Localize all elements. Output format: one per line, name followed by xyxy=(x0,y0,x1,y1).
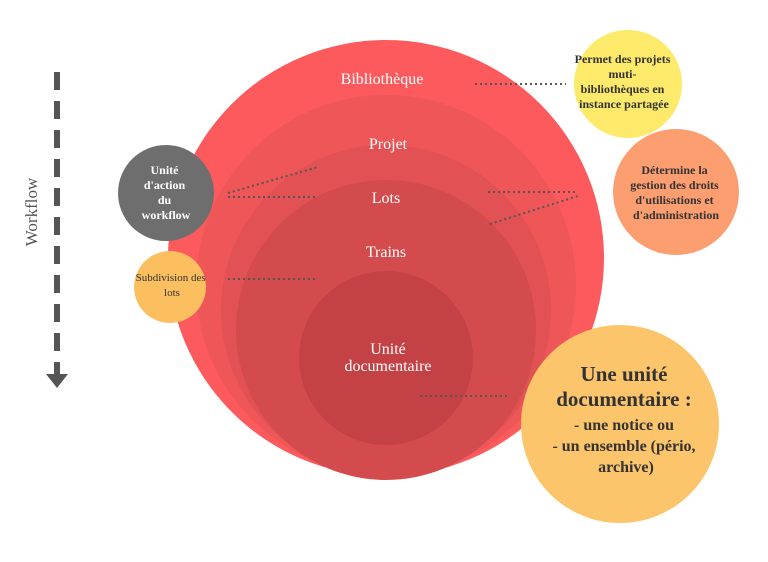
label-unite-line1: Unité xyxy=(370,341,406,358)
bubble-unite-documentaire-def: Une unité documentaire : - une notice ou… xyxy=(521,325,719,523)
svg-text:Détermine la gestion des: Détermine la gestion des droits d'utilis… xyxy=(630,163,721,222)
svg-text:Subdivision des lots: Subdivision des lots xyxy=(136,272,209,299)
svg-text:Unité d'action du: Unité d'action du workflow xyxy=(142,163,191,222)
connector-projet xyxy=(227,166,319,194)
label-unite-line2: documentaire xyxy=(344,358,431,375)
label-lots: Lots xyxy=(372,190,400,207)
label-bibliotheque: Bibliothèque xyxy=(341,71,424,88)
svg-text:Une unité documentaire :: Une unité documentaire : - une notice ou… xyxy=(552,362,699,476)
bubble-unite-action-workflow: Unité d'action du workflow xyxy=(118,145,214,241)
bubble-gestion-droits: Détermine la gestion des droits d'utilis… xyxy=(613,129,739,255)
label-projet: Projet xyxy=(369,136,408,153)
arrow-down-icon xyxy=(46,374,68,388)
label-trains: Trains xyxy=(366,244,406,261)
bubble-subdivision-lots: Subdivision des lots xyxy=(134,251,209,323)
circle-unite-documentaire xyxy=(299,271,473,445)
workflow-label: Workflow xyxy=(22,177,41,246)
bubble-multi-bibliotheques: Permet des projets muti- bibliothèques e… xyxy=(574,30,682,138)
connector-trains-right xyxy=(489,195,579,225)
workflow-arrow xyxy=(46,72,68,388)
svg-text:Permet des projets muti-: Permet des projets muti- bibliothèques e… xyxy=(575,52,674,111)
